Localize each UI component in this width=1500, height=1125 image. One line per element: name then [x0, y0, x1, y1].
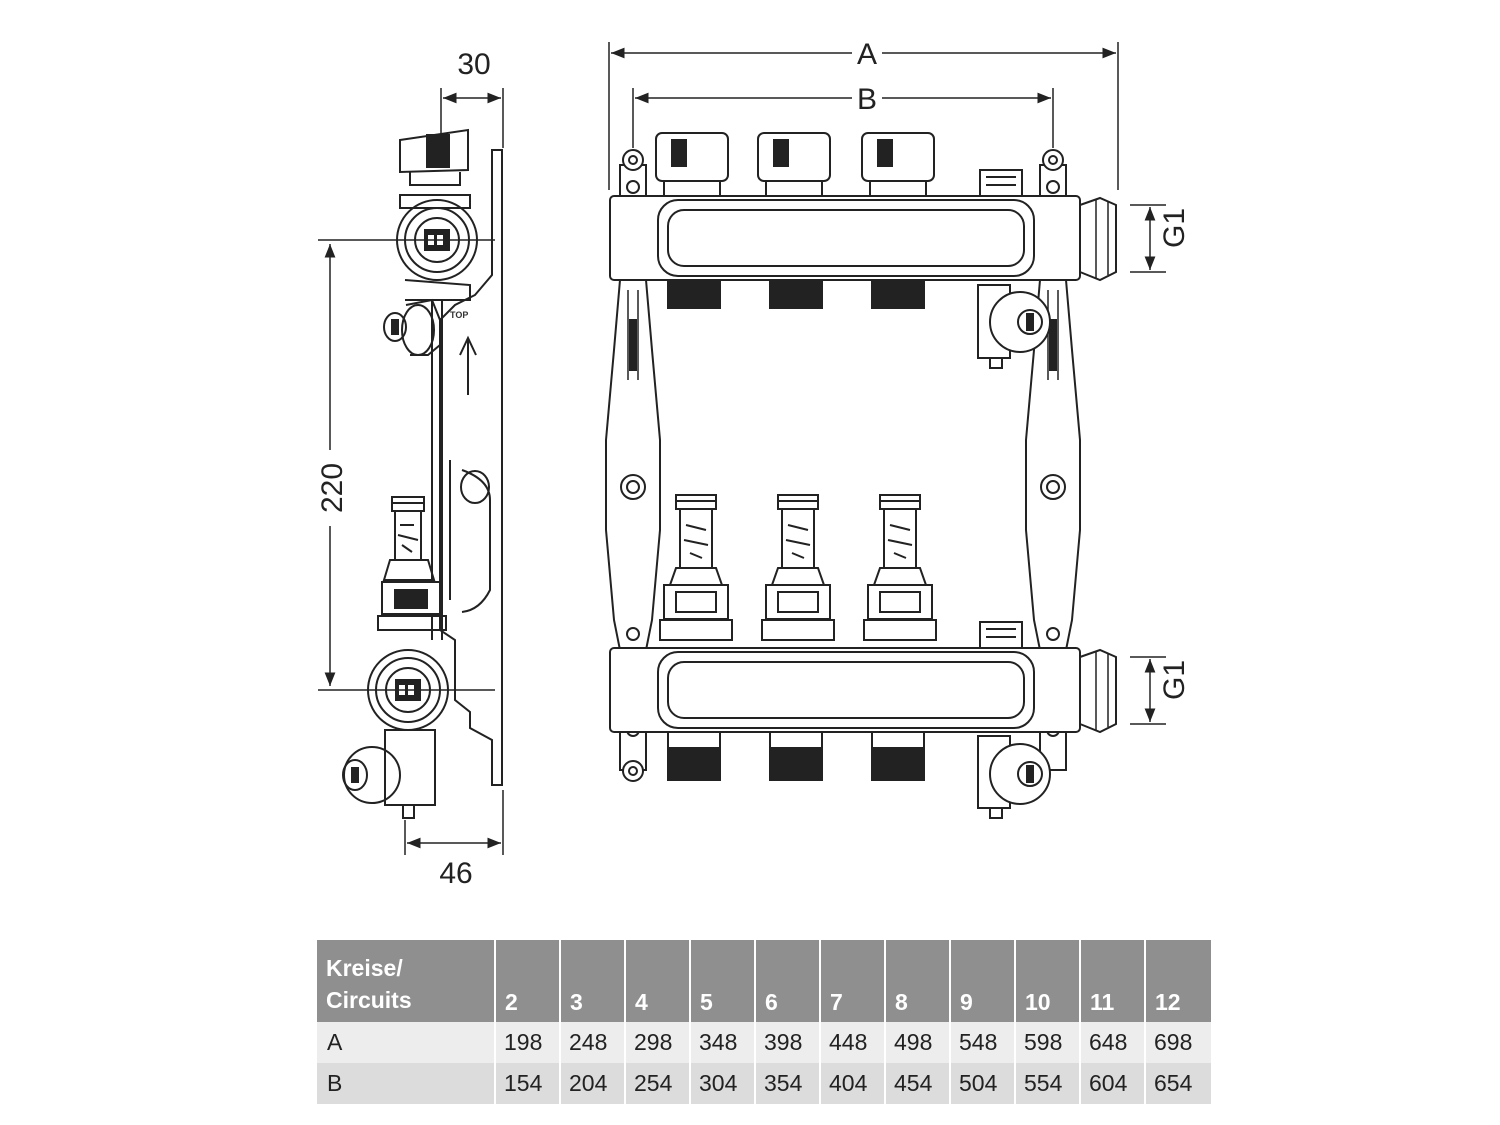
- circuit-header: 3: [559, 940, 625, 1022]
- table-cell: 204: [559, 1063, 625, 1104]
- circuit-header: 2: [494, 940, 560, 1022]
- row-label: A: [317, 1022, 495, 1063]
- table-row: A 198 248 298 348 398 448 498 548 598 64…: [317, 1022, 1211, 1063]
- dimension-46: 46: [439, 857, 472, 890]
- circuit-header: 10: [1014, 940, 1080, 1022]
- table-row: B 154 204 254 304 354 404 454 504 554 60…: [317, 1063, 1211, 1104]
- flowmeter-2: [761, 494, 835, 641]
- header-label-line2: Circuits: [326, 987, 412, 1013]
- circuit-header: 7: [819, 940, 885, 1022]
- table-cell: 398: [754, 1022, 820, 1063]
- flowmeter-3: [863, 494, 937, 641]
- dimension-A: A: [857, 38, 877, 71]
- table-cell: 504: [949, 1063, 1015, 1104]
- table-cell: 304: [689, 1063, 755, 1104]
- table-cell: 554: [1014, 1063, 1080, 1104]
- row-label: B: [317, 1063, 495, 1104]
- manifold-technical-drawing: 30 220 46 TOP: [316, 38, 1191, 890]
- top-arrow: [459, 335, 477, 395]
- dimension-30: 30: [457, 48, 490, 81]
- bracket-hole: [460, 470, 490, 504]
- front-view: [605, 132, 1117, 819]
- top-drain-valve: [383, 298, 441, 356]
- side-view: [318, 128, 503, 819]
- table-cell: 604: [1079, 1063, 1145, 1104]
- table-cell: 598: [1014, 1022, 1080, 1063]
- top-outlets: [667, 281, 925, 309]
- front-top-drain: [977, 284, 1051, 369]
- table-cell: 698: [1144, 1022, 1211, 1063]
- bottom-outlets: [667, 731, 925, 781]
- table-cell: 404: [819, 1063, 885, 1104]
- table-cell: 248: [559, 1022, 625, 1063]
- circuit-header: 5: [689, 940, 755, 1022]
- bottom-air-vent: [979, 621, 1023, 649]
- table-cell: 548: [949, 1022, 1015, 1063]
- circuit-header: 9: [949, 940, 1015, 1022]
- valve-cap-1: [655, 132, 729, 197]
- dimension-B: B: [857, 83, 877, 116]
- table-cell: 648: [1079, 1022, 1145, 1063]
- flowmeter-1: [659, 494, 733, 641]
- table-cell: 254: [624, 1063, 690, 1104]
- top-valve-cap: [399, 128, 469, 186]
- mounting-bracket: [439, 149, 503, 786]
- table-header-row: Kreise/Circuits 2 3 4 5 6 7 8 9 10 11 12: [317, 940, 1211, 1022]
- top-air-vent: [979, 169, 1023, 197]
- table-cell: 298: [624, 1022, 690, 1063]
- table-cell: 354: [754, 1063, 820, 1104]
- dimension-220: 220: [316, 463, 349, 513]
- table-cell: 348: [689, 1022, 755, 1063]
- dimensions-table: Kreise/Circuits 2 3 4 5 6 7 8 9 10 11 12…: [317, 940, 1211, 1104]
- circuit-header: 6: [754, 940, 820, 1022]
- table-cell: 498: [884, 1022, 950, 1063]
- valve-cap-3: [861, 132, 935, 197]
- front-dimensions: [608, 42, 1166, 725]
- dimension-G1-top: G1: [1158, 208, 1191, 248]
- circuit-header: 8: [884, 940, 950, 1022]
- valve-cap-2: [757, 132, 831, 197]
- table-cell: 448: [819, 1022, 885, 1063]
- circuit-header: 4: [624, 940, 690, 1022]
- front-bottom-drain: [977, 735, 1051, 819]
- top-marking: TOP: [450, 310, 468, 320]
- top-header-bar: [609, 195, 1117, 282]
- table-cell: 154: [494, 1063, 560, 1104]
- circuit-header: 11: [1079, 940, 1145, 1022]
- circuit-header: 12: [1144, 940, 1211, 1022]
- dimension-G1-bottom: G1: [1158, 660, 1191, 700]
- side-flowmeter: [377, 496, 447, 631]
- table-cell: 198: [494, 1022, 560, 1063]
- bottom-header-bar: [609, 647, 1117, 734]
- table-cell: 454: [884, 1063, 950, 1104]
- top-header-section: [396, 194, 478, 301]
- table-cell: 654: [1144, 1063, 1211, 1104]
- bottom-drain-valve: [342, 729, 436, 819]
- table-header-label: Kreise/Circuits: [317, 940, 495, 1022]
- header-label-line1: Kreise/: [326, 955, 403, 981]
